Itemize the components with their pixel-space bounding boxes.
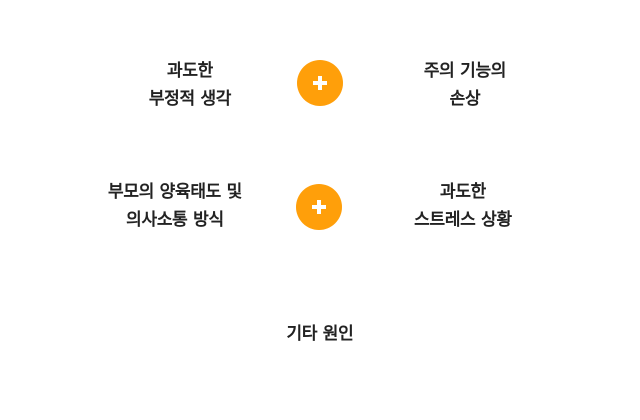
cause-negative-thinking: 과도한 부정적 생각: [80, 57, 300, 113]
plus-connector-1: [297, 60, 343, 106]
plus-icon: [312, 200, 326, 214]
cause-attention-impairment: 주의 기능의 손상: [355, 57, 575, 113]
cause-excessive-stress-line1: 과도한: [439, 182, 487, 202]
cause-parenting-communication-line1: 부모의 양육태도 및: [108, 182, 242, 202]
cause-excessive-stress-line2: 스트레스 상황: [414, 210, 512, 230]
cause-attention-impairment-line2: 손상: [449, 89, 481, 109]
cause-excessive-stress: 과도한 스트레스 상황: [353, 178, 573, 234]
cause-negative-thinking-line2: 부정적 생각: [148, 89, 232, 109]
plus-icon: [313, 76, 327, 90]
cause-parenting-communication-line2: 의사소통 방식: [126, 210, 224, 230]
cause-parenting-communication: 부모의 양육태도 및 의사소통 방식: [65, 178, 285, 234]
plus-connector-2: [296, 184, 342, 230]
cause-attention-impairment-line1: 주의 기능의: [423, 61, 507, 81]
other-causes-label: 기타 원인: [286, 324, 354, 344]
cause-negative-thinking-line1: 과도한: [166, 61, 214, 81]
